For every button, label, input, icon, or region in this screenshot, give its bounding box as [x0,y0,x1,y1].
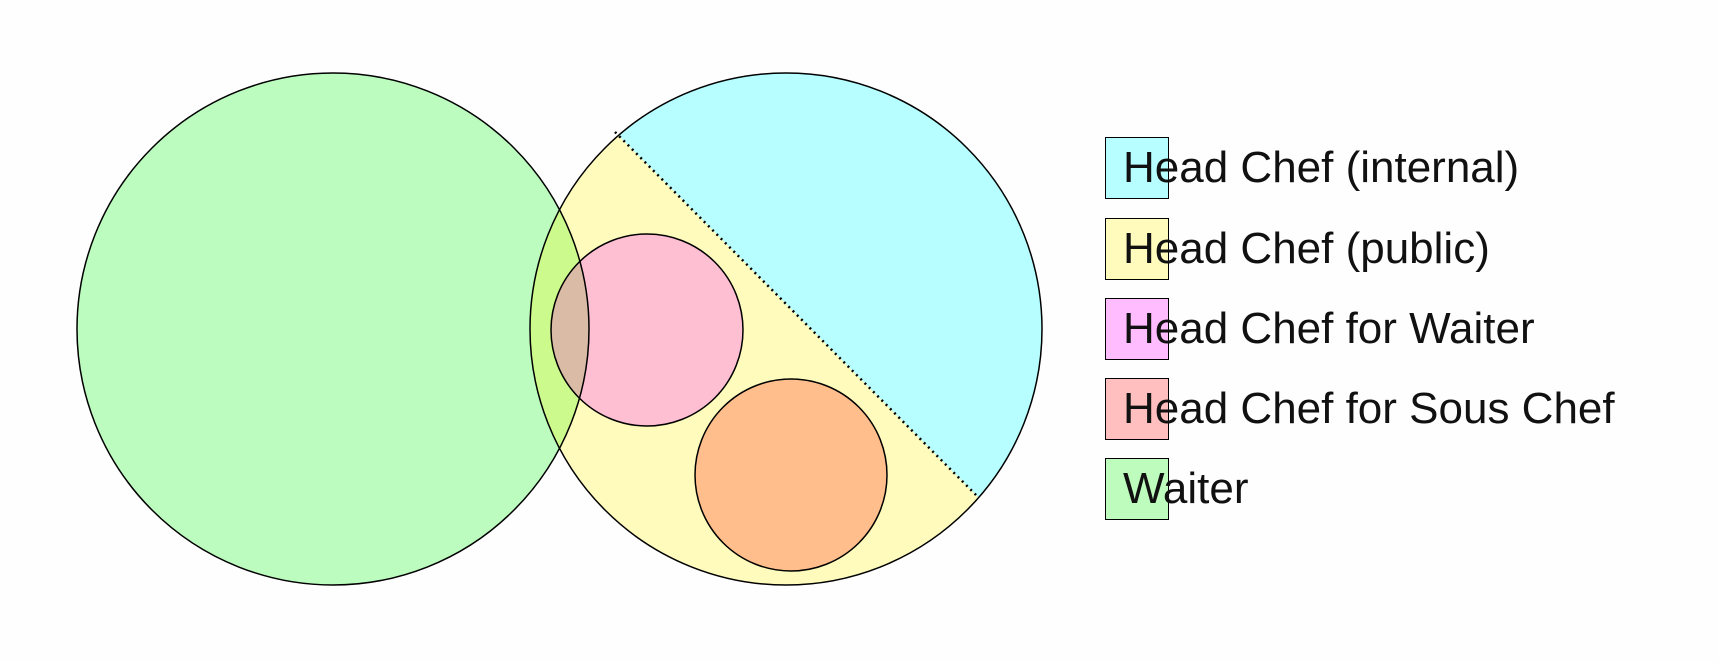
legend-label-head-chef-internal: Head Chef (internal) [1123,143,1520,192]
head-chef-for-waiter-circle [551,234,743,426]
legend-swatch-head-chef-for-waiter [1105,298,1169,360]
legend-item-head-chef-for-sous-chef: Head Chef for Sous Chef [1105,378,1705,442]
waiter-outline [76,72,590,586]
legend-swatch-waiter [1105,458,1169,520]
legend-label-head-chef-public: Head Chef (public) [1123,224,1490,273]
legend-item-head-chef-for-waiter: Head Chef for Waiter [1105,298,1705,362]
head-chef-for-sous-chef-outline [694,378,888,572]
head-chef-internal-region [560,73,1042,497]
legend-label-head-chef-for-sous-chef: Head Chef for Sous Chef [1123,384,1615,433]
head-chef-for-sous-chef-circle [695,379,887,571]
head-chef-outline [529,72,1043,586]
legend-label-head-chef-for-waiter: Head Chef for Waiter [1123,304,1535,353]
legend-label-waiter: Waiter [1123,464,1249,513]
head-chef-for-waiter-outline [550,233,744,427]
legend-swatch-head-chef-public [1105,218,1169,280]
internal-public-divider [614,131,979,498]
legend-swatch-head-chef-internal [1105,137,1169,199]
legend-item-waiter: Waiter [1105,458,1705,522]
waiter-circle [77,73,589,585]
legend-item-head-chef-internal: Head Chef (internal) [1105,137,1705,201]
legend-swatch-head-chef-for-sous-chef [1105,378,1169,440]
legend-item-head-chef-public: Head Chef (public) [1105,218,1705,282]
